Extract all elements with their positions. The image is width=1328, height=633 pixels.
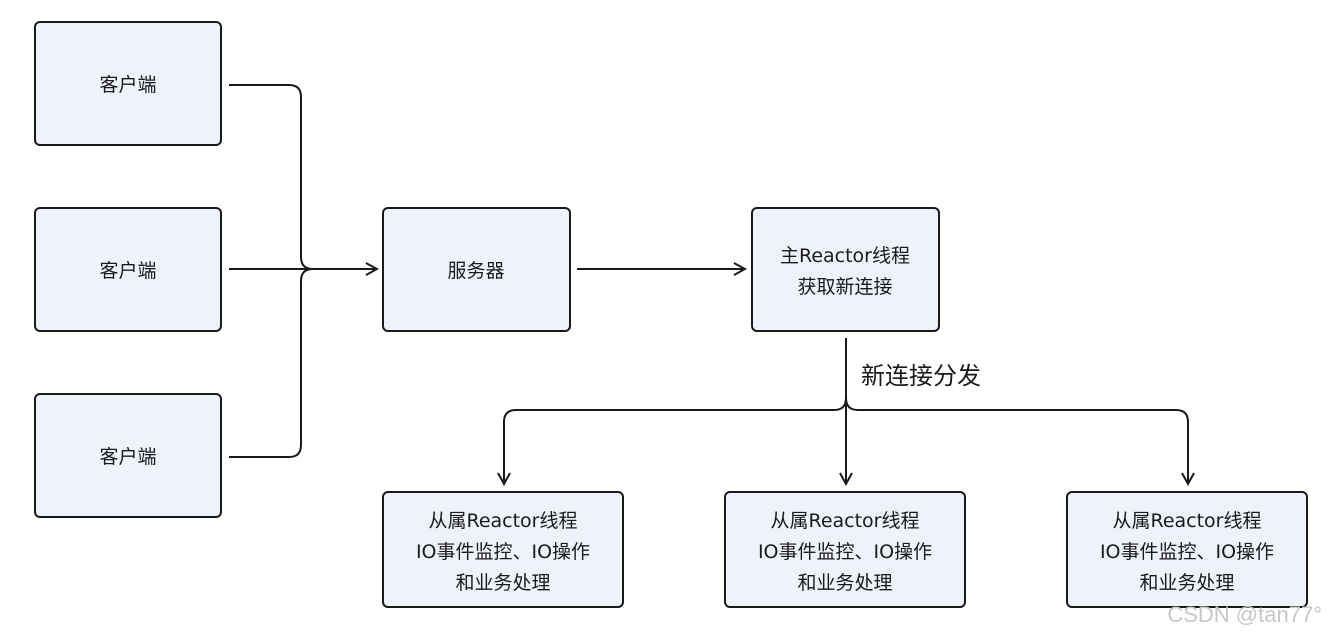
dispatch-connectors xyxy=(504,338,1188,484)
sub-reactor-3-line-1: 从属Reactor线程 xyxy=(1112,510,1261,532)
sub-reactor-box-3: 从属Reactor线程 IO事件监控、IO操作 和业务处理 xyxy=(1066,491,1308,608)
sub-reactor-2-line-2: IO事件监控、IO操作 xyxy=(758,541,932,563)
client-box-2-rect xyxy=(34,207,222,332)
client-box-3-rect xyxy=(34,393,222,518)
server-box-label: 服务器 xyxy=(447,260,504,282)
client-box-3-label: 客户端 xyxy=(99,446,156,468)
client-box-3: 客户端 xyxy=(34,393,222,518)
connector-main-to-sub-1 xyxy=(504,397,847,484)
main-reactor-line-1: 主Reactor线程 xyxy=(780,245,910,267)
sub-reactor-1-line-3: 和业务处理 xyxy=(455,572,550,594)
sub-reactor-2-line-1: 从属Reactor线程 xyxy=(770,510,919,532)
client-box-1-label: 客户端 xyxy=(99,74,156,96)
connector-client-3 xyxy=(229,268,314,458)
client-connectors xyxy=(229,84,377,458)
sub-reactor-3-line-3: 和业务处理 xyxy=(1139,572,1234,594)
sub-reactor-box-2-rect xyxy=(724,491,966,608)
connector-main-to-sub-3 xyxy=(845,397,1188,484)
sub-reactor-1-line-2: IO事件监控、IO操作 xyxy=(416,541,590,563)
sub-reactor-3-line-2: IO事件监控、IO操作 xyxy=(1100,541,1274,563)
main-reactor-box: 主Reactor线程 获取新连接 xyxy=(751,207,940,332)
main-reactor-line-2: 获取新连接 xyxy=(797,276,892,298)
connector-client-1 xyxy=(229,84,314,270)
sub-reactor-box-2: 从属Reactor线程 IO事件监控、IO操作 和业务处理 xyxy=(724,491,966,608)
client-box-2: 客户端 xyxy=(34,207,222,332)
sub-reactor-2-line-3: 和业务处理 xyxy=(797,572,892,594)
sub-reactor-box-1: 从属Reactor线程 IO事件监控、IO操作 和业务处理 xyxy=(382,491,624,608)
dispatch-label: 新连接分发 xyxy=(861,362,981,390)
sub-reactor-box-1-rect xyxy=(382,491,624,608)
client-box-1-rect xyxy=(34,21,222,146)
client-box-1: 客户端 xyxy=(34,21,222,146)
sub-reactor-1-line-1: 从属Reactor线程 xyxy=(428,510,577,532)
sub-reactor-box-3-rect xyxy=(1066,491,1308,608)
server-box-rect xyxy=(382,207,571,332)
csdn-watermark: CSDN @tan77° xyxy=(1167,602,1322,627)
server-box: 服务器 xyxy=(382,207,571,332)
client-box-2-label: 客户端 xyxy=(99,260,156,282)
main-reactor-box-rect xyxy=(751,207,940,332)
